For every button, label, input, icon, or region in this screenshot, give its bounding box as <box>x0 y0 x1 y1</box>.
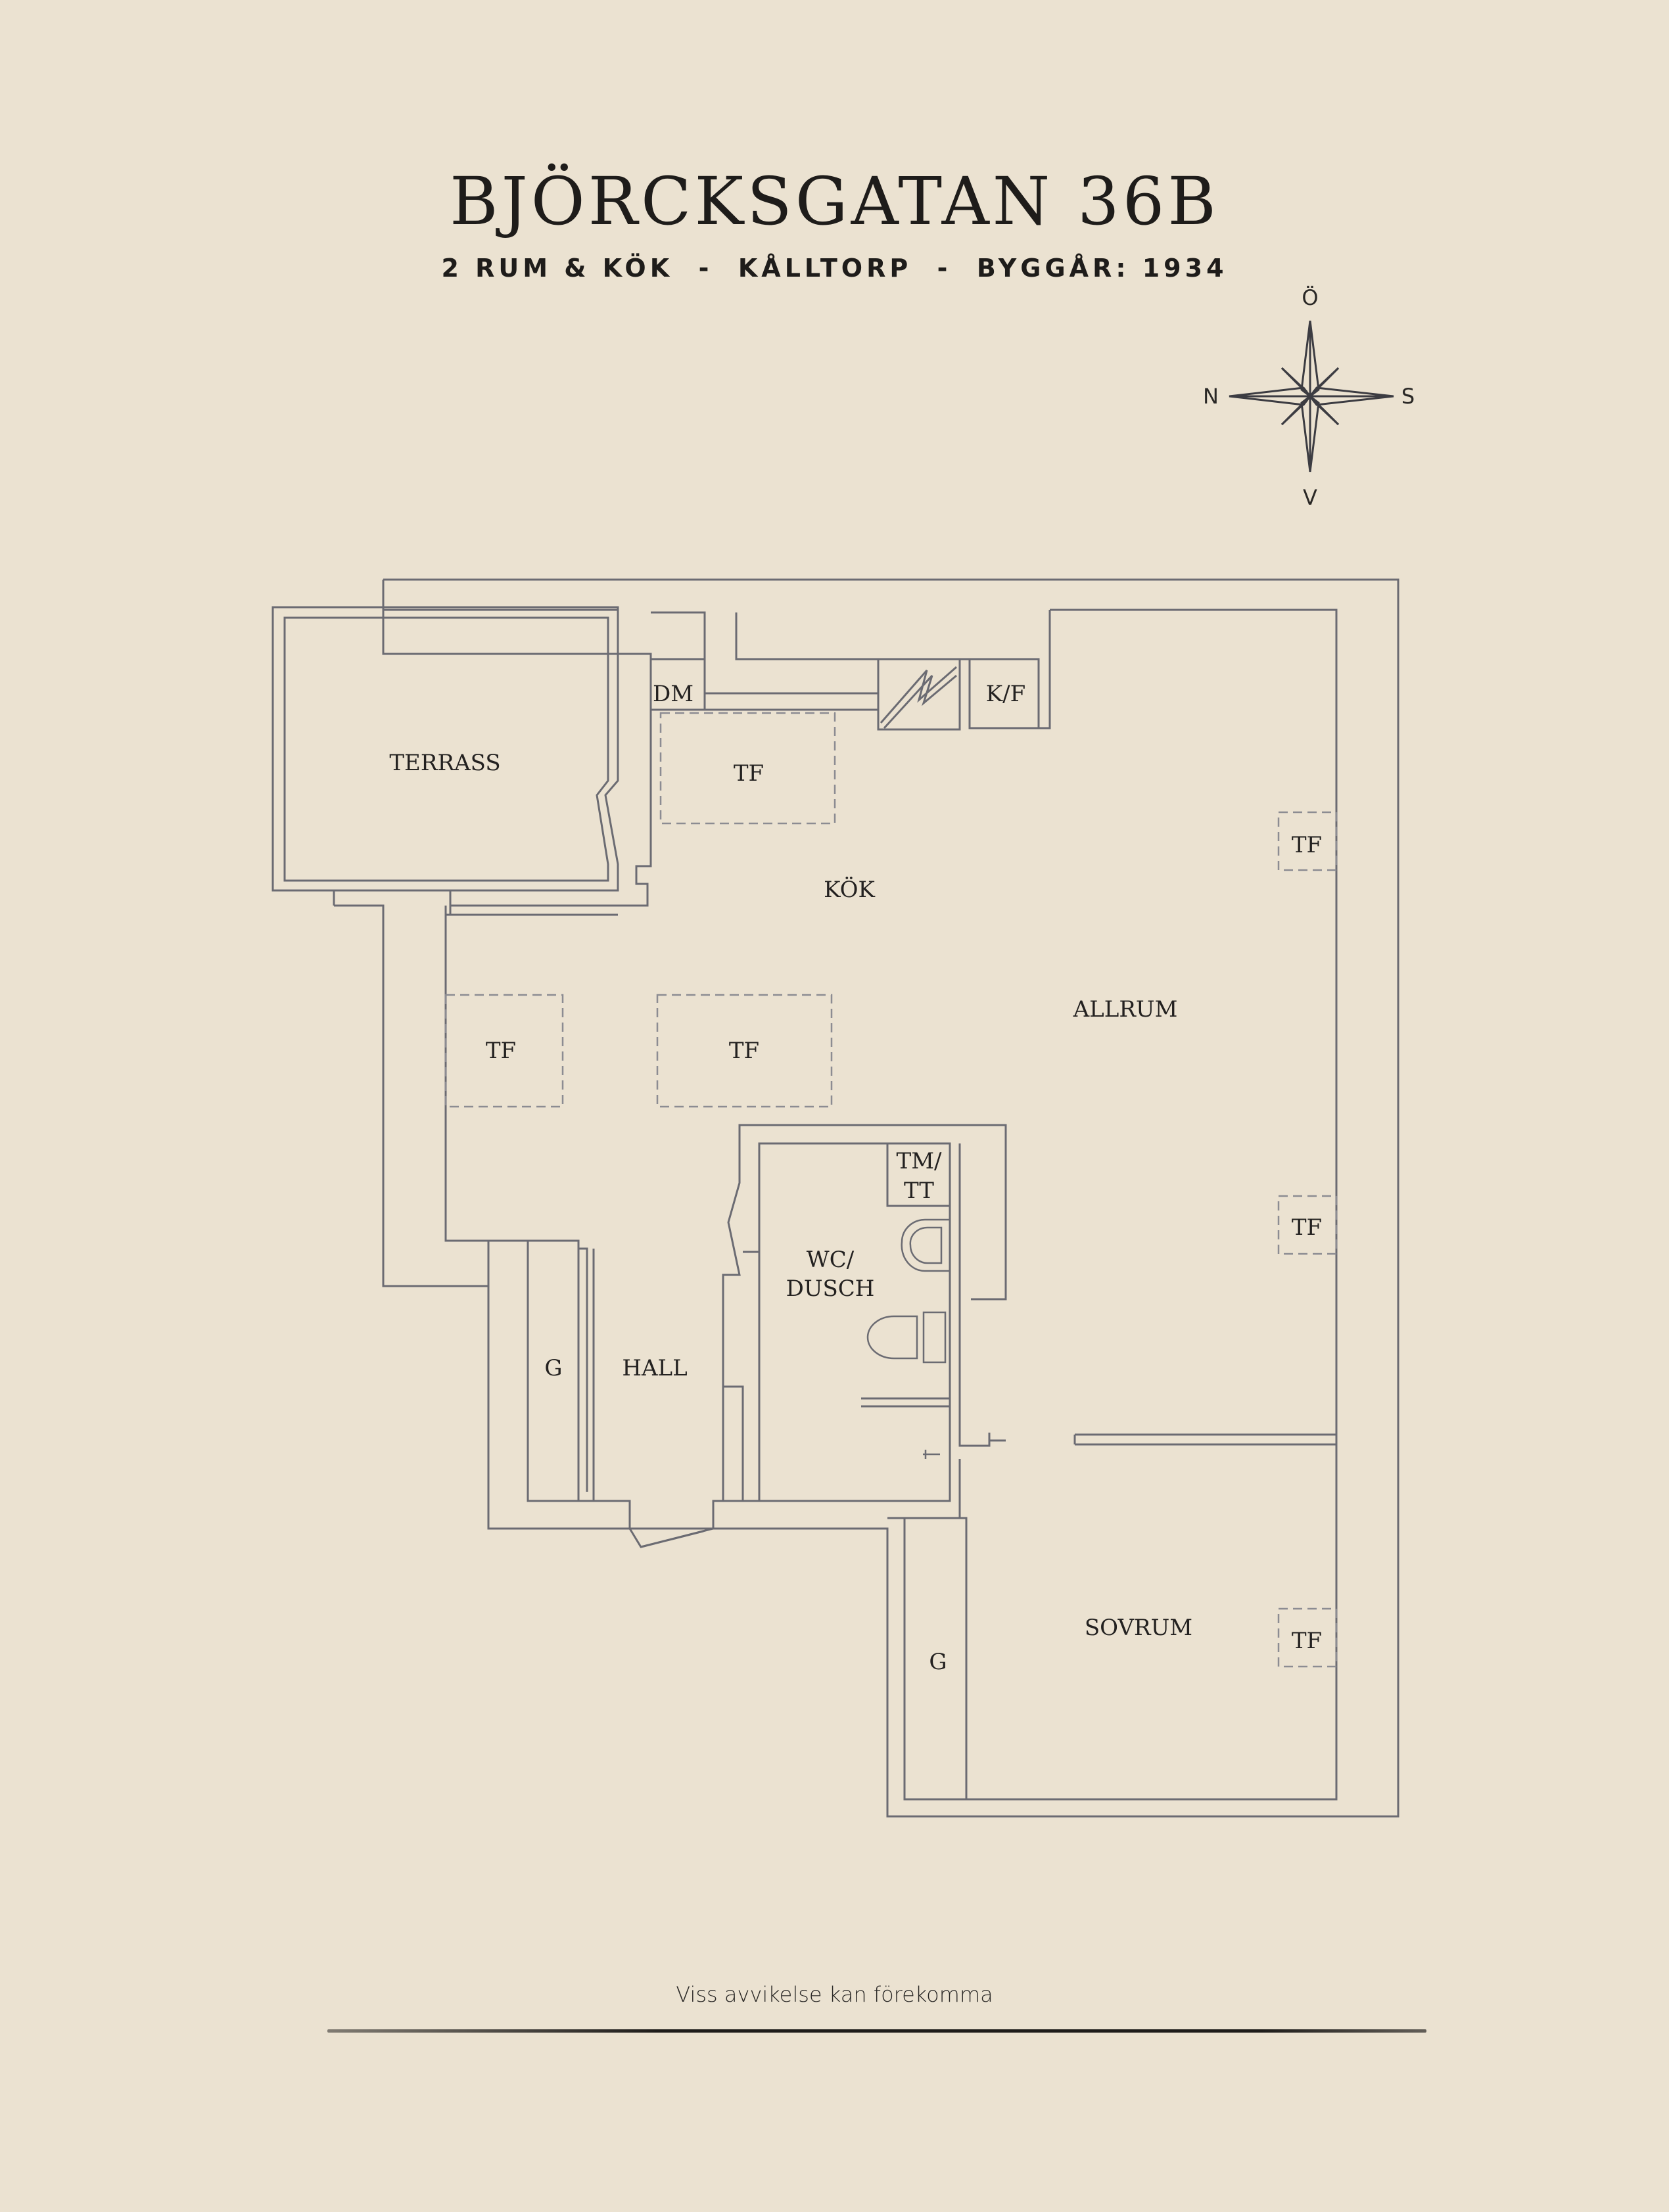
tf-label-sovrum: TF <box>1292 1628 1322 1654</box>
compass-west-label: V <box>1303 485 1317 510</box>
tf-box-west <box>444 994 564 1108</box>
tf-label-allrum-bottom: TF <box>1292 1214 1322 1241</box>
room-label-tmtt-2: TT <box>904 1178 934 1204</box>
tf-label-west: TF <box>486 1038 516 1064</box>
tf-box-kitchen-island <box>656 994 833 1108</box>
tf-box-allrum-top <box>1277 811 1338 871</box>
page-title: BJÖRCKSGATAN 36B <box>450 163 1219 240</box>
room-label-kok: KÖK <box>824 876 875 903</box>
room-label-tmtt-1: TM/ <box>897 1148 942 1174</box>
room-label-wc-1: WC/ <box>807 1247 855 1273</box>
disclaimer-text: Viss avvikelse kan förekomma <box>676 1982 993 2007</box>
compass-north-label: N <box>1203 384 1219 409</box>
tf-label-kitchen-island: TF <box>729 1038 759 1064</box>
tf-label-kitchen-top: TF <box>734 760 764 787</box>
tf-box-kitchen-top <box>659 712 836 825</box>
compass-rose-icon <box>1229 320 1394 472</box>
footer-rule <box>327 2029 1426 2033</box>
sink-icon <box>901 1218 951 1272</box>
page-subtitle: 2 RUM & KÖK - KÅLLTORP - BYGGÅR: 1934 <box>441 254 1228 283</box>
compass-east-label: Ö <box>1302 285 1318 310</box>
room-label-allrum: ALLRUM <box>1073 996 1178 1023</box>
tf-box-allrum-bottom <box>1277 1195 1338 1255</box>
entrance-door <box>640 1530 704 1548</box>
toilet-icon <box>866 1311 947 1364</box>
room-label-sovrum: SOVRUM <box>1085 1615 1192 1641</box>
compass-south-label: S <box>1401 384 1415 409</box>
terrace-outline <box>271 606 619 892</box>
room-label-g-sovrum: G <box>929 1649 947 1675</box>
bathroom-walls <box>722 1124 1007 1501</box>
room-label-terrass: TERRASS <box>389 750 500 776</box>
inner-wall-east <box>903 609 1338 1801</box>
room-label-dm: DM <box>653 681 693 707</box>
tf-label-allrum-top: TF <box>1292 832 1322 858</box>
tf-box-sovrum <box>1277 1607 1338 1668</box>
room-label-hall: HALL <box>622 1355 687 1381</box>
room-label-wc-2: DUSCH <box>786 1276 875 1302</box>
room-label-g-hall: G <box>544 1355 562 1381</box>
room-label-kf: K/F <box>986 681 1025 707</box>
stove-icon <box>880 666 957 729</box>
outer-wall <box>334 578 1399 1818</box>
